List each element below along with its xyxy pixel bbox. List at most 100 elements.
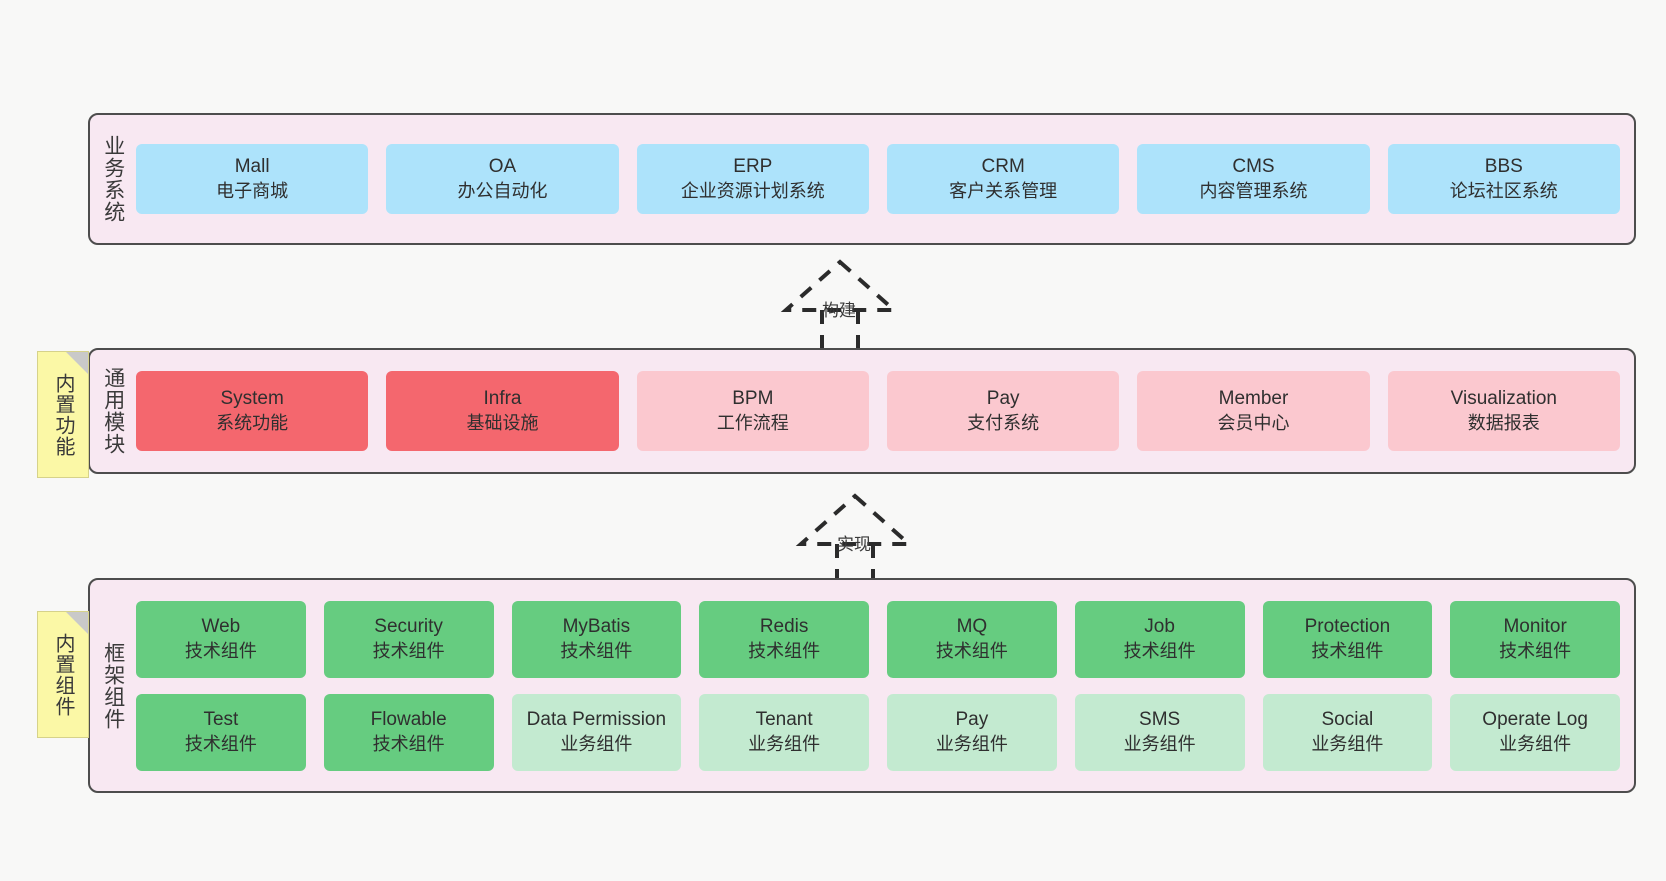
node-protection[interactable]: Protection 技术组件 <box>1262 600 1433 678</box>
node-label-cn: 技术组件 <box>560 640 633 661</box>
node-flowable[interactable]: Flowable 技术组件 <box>323 693 494 771</box>
node-label-cn: 技术组件 <box>184 733 257 754</box>
layer-title-common-modules: 通用模块 <box>101 367 125 455</box>
layer-common-modules[interactable]: 通用模块 System 系统功能 Infra 基础设施 BPM 工作流程 Pay… <box>88 348 1636 474</box>
node-label-en: Data Permission <box>526 708 667 730</box>
node-label-en: MQ <box>956 615 988 637</box>
node-label-en: System <box>220 387 284 409</box>
node-label-cn: 技术组件 <box>1311 640 1384 661</box>
node-mall[interactable]: Mall 电子商城 <box>136 144 369 214</box>
node-pay[interactable]: Pay 支付系统 <box>886 371 1120 451</box>
node-label-en: CRM <box>981 155 1025 177</box>
node-bbs[interactable]: BBS 论坛社区系统 <box>1387 144 1620 214</box>
node-label-en: Tenant <box>755 708 813 730</box>
sticky-note-built-in-features[interactable]: 内置功能 <box>37 351 89 478</box>
arrow-label-build: 构建 <box>822 301 856 320</box>
node-mq[interactable]: MQ 技术组件 <box>887 600 1057 678</box>
node-label-cn: 客户关系管理 <box>949 180 1058 201</box>
node-label-en: Operate Log <box>1482 708 1588 730</box>
node-row: Mall 电子商城 OA 办公自动化 ERP 企业资源计划系统 CRM 客户关系… <box>136 144 1620 214</box>
node-label-cn: 业务组件 <box>935 733 1008 754</box>
node-label-en: Pay <box>986 387 1020 409</box>
node-label-en: CMS <box>1232 155 1275 177</box>
node-label-cn: 论坛社区系统 <box>1449 180 1558 201</box>
node-label-cn: 办公自动化 <box>457 180 548 201</box>
node-label-cn: 支付系统 <box>967 412 1040 433</box>
node-member[interactable]: Member 会员中心 <box>1137 371 1370 451</box>
node-label-cn: 业务组件 <box>1499 733 1572 754</box>
node-label-en: BBS <box>1484 155 1523 177</box>
node-label-cn: 技术组件 <box>372 733 445 754</box>
node-label-cn: 数据报表 <box>1467 412 1540 433</box>
layer-title-framework-components: 框架组件 <box>101 641 125 730</box>
node-web[interactable]: Web 技术组件 <box>136 600 306 678</box>
node-label-en: Infra <box>483 387 522 409</box>
node-label-cn: 基础设施 <box>466 412 539 433</box>
node-label-en: Job <box>1144 615 1175 637</box>
node-crm[interactable]: CRM 客户关系管理 <box>886 144 1120 214</box>
node-label-en: Protection <box>1304 615 1391 637</box>
node-label-en: Monitor <box>1503 615 1567 637</box>
node-label-cn: 技术组件 <box>372 640 445 661</box>
node-bpm[interactable]: BPM 工作流程 <box>636 371 869 451</box>
layer-business-system[interactable]: 业务系统 Mall 电子商城 OA 办公自动化 ERP 企业资源计划系统 CRM… <box>88 113 1636 245</box>
node-row: Web 技术组件 Security 技术组件 MyBatis 技术组件 Redi… <box>136 600 1620 678</box>
node-label-en: ERP <box>733 155 773 177</box>
node-erp[interactable]: ERP 企业资源计划系统 <box>636 144 869 214</box>
sticky-note-label: 内置功能 <box>52 372 74 457</box>
node-row: Test 技术组件 Flowable 技术组件 Data Permission … <box>136 693 1620 771</box>
node-row: System 系统功能 Infra 基础设施 BPM 工作流程 Pay 支付系统… <box>136 371 1620 451</box>
node-label-en: SMS <box>1139 708 1181 730</box>
node-visualization[interactable]: Visualization 数据报表 <box>1387 371 1620 451</box>
node-label-en: Security <box>374 615 443 637</box>
node-sms[interactable]: SMS 业务组件 <box>1074 693 1245 771</box>
node-label-en: Pay <box>955 708 989 730</box>
node-label-cn: 业务组件 <box>748 733 821 754</box>
node-label-cn: 内容管理系统 <box>1199 180 1308 201</box>
node-operate-log[interactable]: Operate Log 业务组件 <box>1450 693 1620 771</box>
node-label-cn: 业务组件 <box>560 733 633 754</box>
layer-body-business-system: Mall 电子商城 OA 办公自动化 ERP 企业资源计划系统 CRM 客户关系… <box>136 115 1634 243</box>
layer-framework-components[interactable]: 框架组件 Web 技术组件 Security 技术组件 MyBatis 技术组件… <box>88 578 1636 793</box>
node-tenant[interactable]: Tenant 业务组件 <box>699 693 869 771</box>
sticky-note-label: 内置组件 <box>52 632 74 717</box>
node-label-en: Visualization <box>1450 387 1557 409</box>
node-label-en: Mall <box>234 155 270 177</box>
node-cms[interactable]: CMS 内容管理系统 <box>1137 144 1370 214</box>
node-pay-business[interactable]: Pay 业务组件 <box>887 693 1057 771</box>
node-monitor[interactable]: Monitor 技术组件 <box>1450 600 1620 678</box>
node-label-cn: 业务组件 <box>1311 733 1384 754</box>
node-mybatis[interactable]: MyBatis 技术组件 <box>511 600 682 678</box>
node-label-en: BPM <box>732 387 774 409</box>
node-label-cn: 会员中心 <box>1217 412 1290 433</box>
arrow-implement: 实现 <box>775 492 935 589</box>
node-label-en: Test <box>203 708 239 730</box>
node-test[interactable]: Test 技术组件 <box>136 693 306 771</box>
sticky-note-built-in-components[interactable]: 内置组件 <box>37 611 89 738</box>
arrow-build: 构建 <box>760 258 920 355</box>
node-label-cn: 技术组件 <box>748 640 821 661</box>
node-redis[interactable]: Redis 技术组件 <box>699 600 869 678</box>
node-label-cn: 技术组件 <box>1499 640 1572 661</box>
node-label-cn: 电子商城 <box>216 180 289 201</box>
node-label-en: Web <box>201 615 241 637</box>
layer-title-business-system: 业务系统 <box>101 135 125 223</box>
node-label-cn: 业务组件 <box>1123 733 1196 754</box>
node-label-en: MyBatis <box>562 615 631 637</box>
node-security[interactable]: Security 技术组件 <box>323 600 494 678</box>
node-social[interactable]: Social 业务组件 <box>1262 693 1433 771</box>
node-system[interactable]: System 系统功能 <box>136 371 369 451</box>
node-infra[interactable]: Infra 基础设施 <box>386 371 619 451</box>
node-oa[interactable]: OA 办公自动化 <box>386 144 619 214</box>
node-label-en: Redis <box>759 615 809 637</box>
node-label-en: Member <box>1218 387 1289 409</box>
node-label-cn: 企业资源计划系统 <box>680 180 825 201</box>
node-label-cn: 系统功能 <box>216 412 289 433</box>
node-label-cn: 技术组件 <box>1123 640 1196 661</box>
node-job[interactable]: Job 技术组件 <box>1074 600 1245 678</box>
layer-body-framework-components: Web 技术组件 Security 技术组件 MyBatis 技术组件 Redi… <box>136 580 1634 791</box>
node-label-cn: 工作流程 <box>716 412 789 433</box>
node-data-permission[interactable]: Data Permission 业务组件 <box>511 693 682 771</box>
node-label-cn: 技术组件 <box>184 640 257 661</box>
arrow-label-implement: 实现 <box>837 535 871 554</box>
